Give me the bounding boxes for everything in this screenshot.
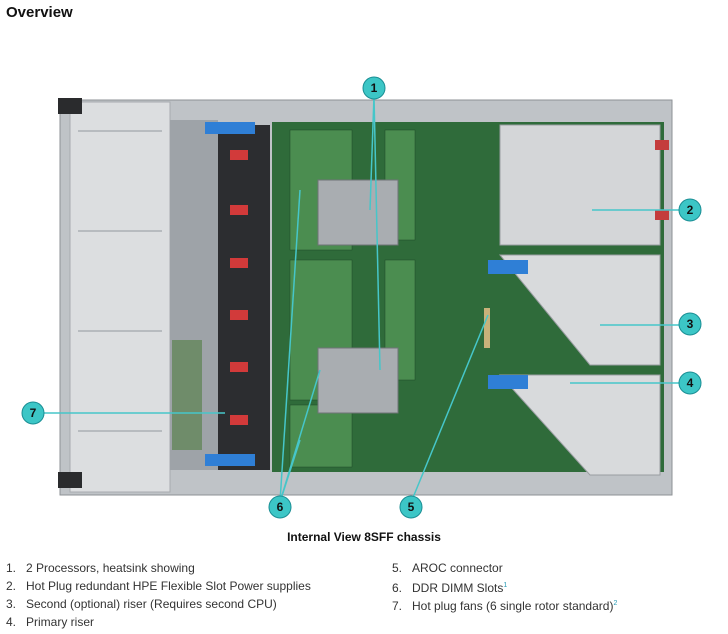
legend-item: 7.Hot plug fans (6 single rotor standard… [392, 599, 618, 613]
blue-latch-top [205, 122, 255, 134]
figure-caption: Internal View 8SFF chassis [287, 530, 441, 544]
svg-text:5: 5 [408, 500, 415, 514]
riser-secondary [498, 254, 661, 366]
footnote-marker[interactable]: 1 [503, 582, 508, 589]
riser-primary [498, 374, 661, 476]
svg-text:6: 6 [277, 500, 284, 514]
legend-item: 1.2 Processors, heatsink showing [6, 561, 195, 575]
aroc-connector [484, 308, 490, 348]
footnote-marker[interactable]: 2 [613, 600, 618, 607]
page-title: Overview [6, 4, 73, 21]
svg-text:4: 4 [687, 376, 694, 390]
blue-latch-bottom [205, 454, 255, 466]
callout-3: 3 [678, 312, 702, 336]
legend-item: 5.AROC connector [392, 561, 503, 575]
fan-wall [218, 125, 270, 470]
callout-5: 5 [399, 495, 423, 519]
server-chassis-image: 1 2 3 4 5 6 7 [21, 76, 702, 519]
drive-bay [69, 101, 171, 493]
heatsink-2 [317, 347, 399, 414]
callout-1: 1 [362, 76, 386, 100]
legend-item: 2.Hot Plug redundant HPE Flexible Slot P… [6, 579, 311, 593]
svg-text:2: 2 [687, 203, 694, 217]
callout-7: 7 [21, 401, 45, 425]
legend-item: 3.Second (optional) riser (Requires seco… [6, 597, 277, 611]
svg-text:1: 1 [371, 81, 378, 95]
callout-2: 2 [678, 198, 702, 222]
power-supplies [499, 124, 661, 246]
legend-item: 6.DDR DIMM Slots1 [392, 581, 508, 595]
callout-6: 6 [268, 495, 292, 519]
legend-list-left: 1.2 Processors, heatsink showing 2.Hot P… [6, 559, 311, 631]
svg-text:7: 7 [30, 406, 37, 420]
heatsink-1 [317, 179, 399, 246]
legend-item: 4.Primary riser [6, 615, 94, 629]
legend-list-right: 5.AROC connector 6.DDR DIMM Slots1 7.Hot… [392, 559, 617, 613]
svg-text:3: 3 [687, 317, 694, 331]
fans [230, 150, 248, 425]
callout-4: 4 [678, 371, 702, 395]
